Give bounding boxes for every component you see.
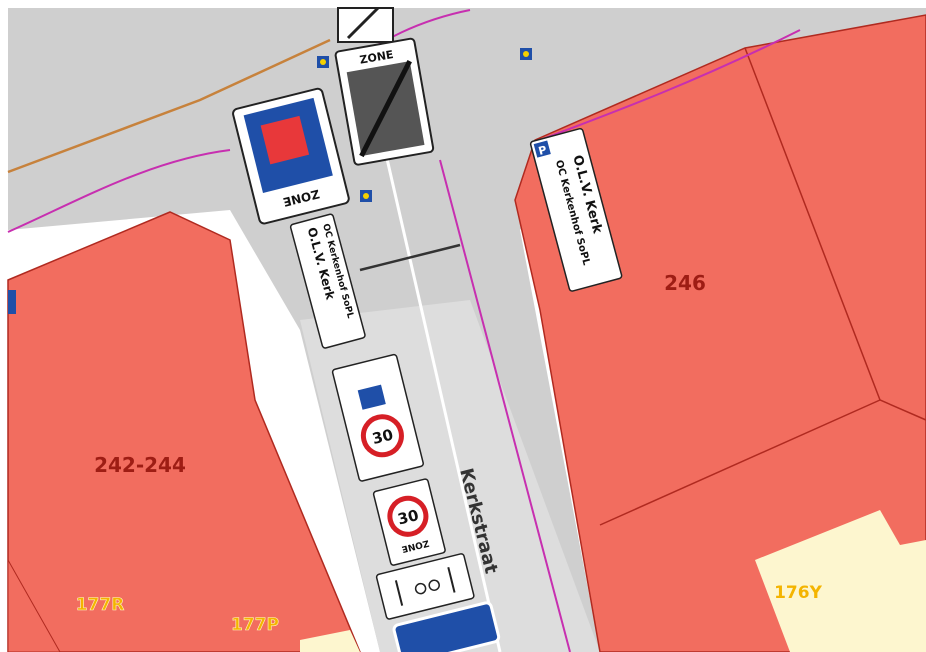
sign-blue-bottom	[392, 601, 501, 652]
marker-dot-3	[363, 193, 369, 199]
parcel-code-177r: 177R	[76, 595, 125, 615]
curb-line-left	[7, 149, 231, 233]
curb-line-corner	[539, 29, 801, 141]
sign-zone-end-label: ZONE	[359, 48, 395, 67]
parcel-246-label: 246	[664, 271, 706, 295]
sign-parking-symbol: P	[537, 143, 548, 158]
sign-zone-30-value: 30	[396, 506, 421, 529]
sign-top-partial	[337, 6, 394, 43]
pipe-line	[7, 38, 331, 174]
parcel-lower-left	[7, 558, 61, 652]
barrier-line	[359, 243, 461, 272]
parcel-242-244-shape	[7, 211, 361, 652]
garden-area-left	[300, 630, 360, 652]
sign-parking-speed-value: 30	[370, 425, 395, 448]
parcel-242-244-label: 242-244	[94, 453, 186, 477]
parcel-code-176y: 176Y	[774, 583, 822, 603]
sign-residential-zone: ZONE	[232, 87, 350, 225]
marker-dot-1	[320, 59, 326, 65]
curb-line-right	[439, 159, 571, 652]
sign-zone-end: ZONE	[334, 37, 435, 166]
parcel-246-divider-2	[599, 399, 881, 526]
parcel-code-177p: 177P	[231, 615, 279, 635]
marker-dot-2	[523, 51, 529, 57]
street-centre-line	[383, 149, 502, 652]
sign-parking-speed: 30	[331, 353, 424, 482]
sign-zone-30: 30 ZONE	[372, 478, 446, 566]
sign-left-edge	[8, 290, 16, 314]
garden-area	[755, 510, 926, 652]
sign-bike-lane	[375, 553, 475, 620]
